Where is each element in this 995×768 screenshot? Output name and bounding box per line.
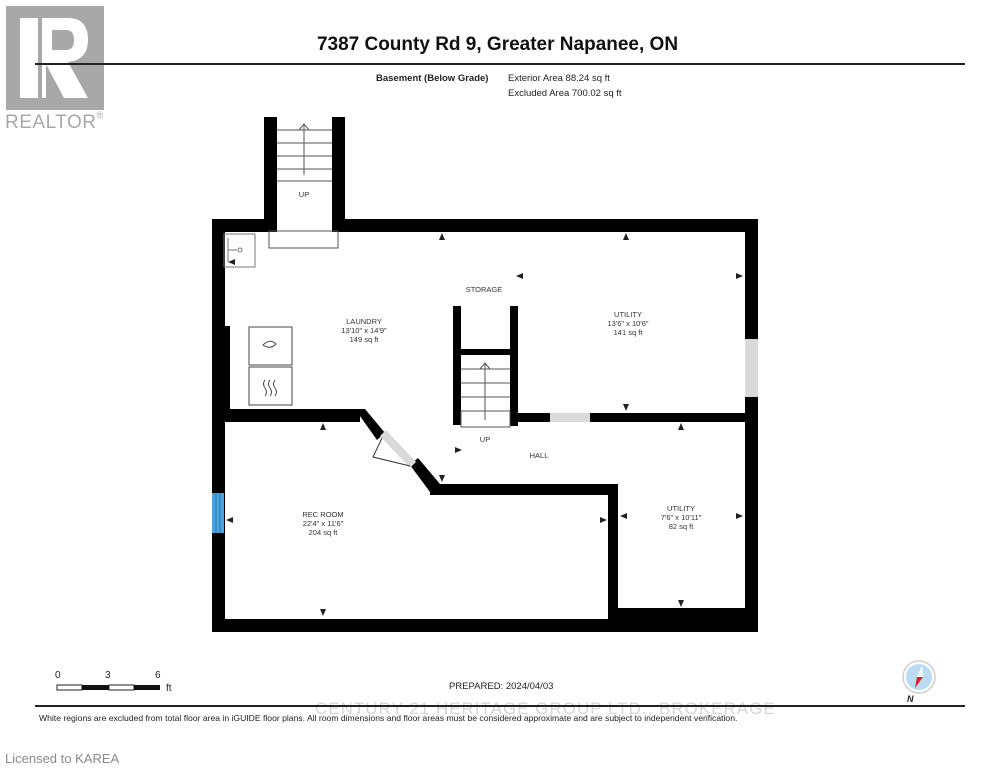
- sink-icon: [223, 233, 256, 268]
- scale-tick-3: 3: [105, 670, 111, 681]
- footer-divider: [35, 705, 965, 707]
- room-utility-1: UTILITY 13'6" x 10'6" 141 sq ft: [607, 310, 649, 337]
- compass-icon: [902, 660, 936, 694]
- room-laundry: LAUNDRY 13'10" x 14'9" 149 sq ft: [341, 317, 387, 344]
- room-storage: STORAGE: [465, 285, 503, 294]
- scale-bar: [56, 684, 160, 691]
- stairs-lower: [460, 362, 511, 428]
- excluded-area: Excluded Area 700.02 sq ft: [508, 88, 622, 99]
- title-divider: [35, 63, 965, 65]
- realtor-wordmark: REALTOR®: [5, 110, 104, 133]
- window-icon: [212, 493, 224, 533]
- room-hall: HALL: [529, 451, 549, 460]
- room-utility-2: UTILITY 7'6" x 10'11" 82 sq ft: [660, 504, 702, 531]
- level-name: Basement (Below Grade): [376, 73, 489, 84]
- property-address-title: 7387 County Rd 9, Greater Napanee, ON: [316, 34, 679, 55]
- exterior-area: Exterior Area 88.24 sq ft: [508, 73, 610, 84]
- washer-icon: [248, 326, 293, 366]
- wall-opening: [745, 339, 758, 397]
- compass-north-label: N: [907, 694, 914, 704]
- stair-label: UP: [479, 435, 491, 444]
- brokerage-watermark: CENTURY 21 HERITAGE GROUP LTD., BROKERAG…: [315, 699, 776, 718]
- license-text: Licensed to KAREA: [5, 751, 120, 766]
- realtor-logo-icon: [6, 6, 104, 110]
- dryer-icon: [248, 366, 293, 406]
- stair-label: UP: [298, 190, 310, 199]
- scale-unit: ft: [166, 683, 172, 694]
- disclaimer-text: White regions are excluded from total fl…: [39, 713, 738, 723]
- door-icon: [372, 437, 411, 467]
- prepared-date: PREPARED: 2024/04/03: [449, 681, 554, 692]
- scale-tick-0: 0: [55, 670, 61, 681]
- scale-tick-6: 6: [155, 670, 161, 681]
- doorway-opening: [550, 413, 590, 422]
- room-rec-room: REC ROOM 22'4" x 11'6" 204 sq ft: [302, 510, 344, 537]
- stairs-upper: [268, 123, 339, 249]
